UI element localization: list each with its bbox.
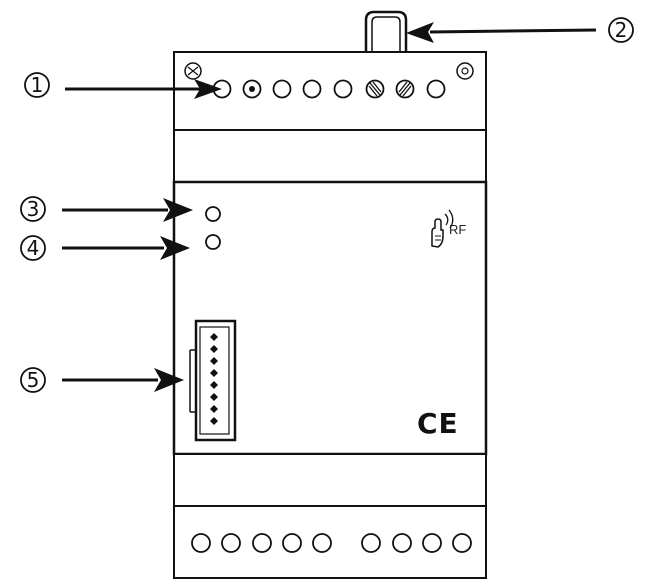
top-terminal-antenna-a — [365, 79, 385, 99]
callout-1-label: 1 — [31, 73, 44, 97]
ce-mark: CE — [417, 407, 459, 440]
antenna-wire — [364, 10, 408, 55]
connector-pin — [210, 393, 218, 401]
bottom-terminal — [282, 533, 302, 553]
callout-2: 2 — [406, 17, 634, 43]
top-terminal-antenna-b — [395, 79, 415, 99]
connector-pin — [210, 405, 218, 413]
connector-pin — [210, 417, 218, 425]
callout-3-label: 3 — [27, 197, 40, 221]
callout-4: 4 — [20, 235, 190, 261]
top-terminal — [302, 79, 322, 99]
top-terminal — [272, 79, 292, 99]
bottom-terminal — [392, 533, 412, 553]
top-terminal — [333, 79, 353, 99]
housing-lower-shoulder — [173, 453, 487, 507]
callout-4-label: 4 — [27, 236, 40, 260]
bottom-terminal — [312, 533, 332, 553]
connector-pin — [210, 345, 218, 353]
bottom-terminal — [221, 533, 241, 553]
top-left-screw — [184, 62, 202, 80]
top-terminal-dot — [249, 86, 255, 92]
rf-label: RF — [449, 222, 466, 237]
top-right-screw — [456, 62, 474, 80]
connector-pin — [210, 333, 218, 341]
bottom-terminal — [422, 533, 442, 553]
bottom-terminal — [252, 533, 272, 553]
bottom-terminal-row — [191, 533, 472, 553]
callout-3: 3 — [20, 196, 193, 222]
led-indicator-upper — [205, 206, 221, 222]
connector-pin — [210, 381, 218, 389]
bottom-terminal — [191, 533, 211, 553]
connector-pin — [210, 369, 218, 377]
top-terminal-row — [212, 79, 446, 99]
antenna-wire-inner — [371, 16, 401, 55]
housing-upper-shoulder — [173, 129, 487, 183]
bottom-terminal — [452, 533, 472, 553]
connector-pin — [210, 357, 218, 365]
top-terminal — [426, 79, 446, 99]
callout-5-label: 5 — [27, 368, 40, 392]
callout-1: 1 — [24, 72, 222, 99]
rf-hand-icon — [431, 209, 454, 248]
callout-2-label: 2 — [615, 18, 628, 42]
led-indicator-lower — [205, 234, 221, 250]
callout-5: 5 — [20, 367, 184, 393]
connector-pins — [210, 333, 218, 425]
bottom-terminal — [361, 533, 381, 553]
